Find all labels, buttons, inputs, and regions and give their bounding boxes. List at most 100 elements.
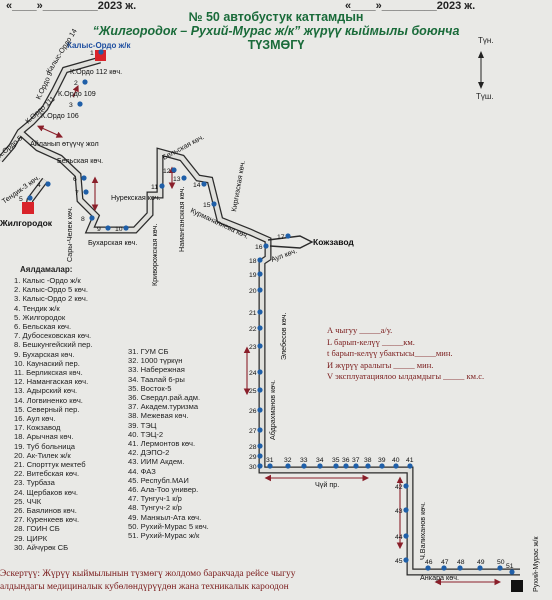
info-line: И жүрүү аралыгы _____ мин. bbox=[327, 359, 434, 370]
stop-marker bbox=[81, 175, 87, 181]
stop-marker bbox=[123, 225, 129, 231]
stop-number: 5 bbox=[19, 196, 23, 203]
stop-marker bbox=[257, 407, 263, 413]
stop-number: 12 bbox=[163, 168, 171, 175]
stop-list-item: 16. Аул көч. bbox=[14, 414, 56, 424]
stop-number: 35 bbox=[332, 457, 340, 464]
stop-marker bbox=[353, 463, 359, 469]
stop-number: 44 bbox=[395, 534, 403, 541]
stop-marker bbox=[89, 215, 95, 221]
label-k-ordo-5: К.Ордо 5 bbox=[0, 133, 24, 159]
stop-list-item: 2. Калыс-Ордо 5 көч. bbox=[14, 285, 88, 295]
stop-number: 27 bbox=[249, 428, 257, 435]
stop-list-item: 8. Бешкунгейский пер. bbox=[14, 340, 93, 350]
stop-list-item: 40. ТЭЦ-2 bbox=[128, 429, 164, 439]
stop-number: 32 bbox=[284, 457, 292, 464]
stop-marker bbox=[403, 533, 409, 539]
stop-number: 24 bbox=[249, 370, 257, 377]
stop-list-item: 9. Бухарская көч. bbox=[14, 349, 75, 359]
stop-number: 36 bbox=[342, 457, 350, 464]
info-line: V эксплуатациялоо ылдамдыгы _____ км.с. bbox=[327, 371, 485, 381]
stop-number: 25 bbox=[249, 388, 257, 395]
stop-list-item: 11. Берликская көч. bbox=[14, 368, 83, 378]
info-line: А чыгуу _____а/у. bbox=[327, 325, 393, 335]
label-namanganskaya: Намангансккая көч. bbox=[177, 187, 186, 252]
stop-marker bbox=[257, 325, 263, 331]
title-line-3: ТҮЗМӨГҮ bbox=[247, 38, 305, 52]
label-kozhzavod: Кожзавод bbox=[313, 237, 354, 247]
stop-marker bbox=[333, 463, 339, 469]
stop-list-item: 15. Северный пер. bbox=[14, 404, 80, 414]
stop-marker bbox=[257, 309, 263, 315]
stop-number: 37 bbox=[352, 457, 360, 464]
stop-number: 23 bbox=[249, 344, 257, 351]
stop-number: 43 bbox=[395, 508, 403, 515]
stop-list-item: 19. Туб больница bbox=[14, 441, 76, 451]
stop-number: 10 bbox=[115, 226, 123, 233]
stop-list-item: 34. Таалай 6-ры bbox=[128, 374, 185, 384]
stop-list-item: 14. Логвиненко көч. bbox=[14, 395, 83, 405]
stop-marker bbox=[98, 49, 104, 55]
stop-marker bbox=[343, 463, 349, 469]
stop-number: 42 bbox=[395, 484, 403, 491]
label-k-ordo-112: К.Ордо 112 көч. bbox=[70, 67, 122, 76]
stop-number: 13 bbox=[173, 176, 181, 183]
stop-marker bbox=[257, 287, 263, 293]
stop-list-item: 28. ГОИН СБ bbox=[14, 524, 60, 534]
stop-marker bbox=[365, 463, 371, 469]
stop-number: 41 bbox=[406, 457, 414, 464]
stop-list-item: 20. Ак-Тилек ж/к bbox=[14, 450, 71, 460]
stop-marker bbox=[257, 271, 263, 277]
stop-number: 34 bbox=[316, 457, 324, 464]
stop-marker bbox=[257, 443, 263, 449]
stop-marker bbox=[77, 101, 83, 107]
footer-line: Эскертүү: Жүрүү кыймылынын түзмөгү жолдо… bbox=[0, 569, 296, 579]
stop-number: 9 bbox=[97, 226, 101, 233]
stop-marker bbox=[285, 233, 291, 239]
compass-south-arrow-icon bbox=[478, 82, 484, 89]
stop-marker bbox=[257, 369, 263, 375]
stop-marker bbox=[441, 565, 447, 571]
stop-number: 40 bbox=[392, 457, 400, 464]
compass-south: Түш. bbox=[476, 92, 494, 101]
stop-number: 50 bbox=[497, 559, 505, 566]
terminal-ruhiy-murad bbox=[511, 580, 523, 592]
date-right: «____»_________2023 ж. bbox=[345, 0, 476, 12]
stop-number: 38 bbox=[364, 457, 372, 464]
stop-list-item: 48. Тунгуч-2 к/р bbox=[128, 503, 182, 513]
stop-marker bbox=[285, 463, 291, 469]
stop-number: 2 bbox=[74, 80, 78, 87]
stop-list-item: 23. Турбаза bbox=[14, 478, 55, 488]
stop-marker bbox=[509, 569, 515, 575]
stop-list-item: 22. Витебская көч. bbox=[14, 469, 80, 479]
direction-arrows bbox=[36, 84, 502, 586]
title-line-1: № 50 автобустук каттамдын bbox=[188, 10, 364, 24]
label-belskaya-left: Бельская көч. bbox=[57, 156, 103, 165]
stop-list-item: 18. Арычная көч. bbox=[14, 432, 74, 442]
stop-number: 22 bbox=[249, 326, 257, 333]
compass: Түн. Түш. bbox=[476, 36, 494, 101]
label-k-ordo-106: К.Ордо 106 bbox=[41, 111, 79, 120]
stop-number: 29 bbox=[249, 454, 257, 461]
footer-line: алдындагы медициналык кубөлөндүрүүдөн жа… bbox=[0, 582, 289, 592]
stop-marker bbox=[317, 463, 323, 469]
stop-marker bbox=[393, 463, 399, 469]
stop-marker bbox=[83, 189, 89, 195]
stop-number: 21 bbox=[249, 310, 257, 317]
stop-list-item: 37. Академ.туризма bbox=[128, 402, 199, 412]
label-ruhiy-murad: Рухий-Мурас ж/к bbox=[531, 536, 540, 592]
stop-marker bbox=[301, 463, 307, 469]
compass-north: Түн. bbox=[478, 36, 494, 45]
stop-number: 4 bbox=[37, 182, 41, 189]
stop-list-item: 33. Набережная bbox=[128, 365, 185, 375]
stop-number: 3 bbox=[69, 102, 73, 109]
label-sary-chelek: Сары-Челек көч. bbox=[65, 206, 74, 262]
stop-number: 30 bbox=[249, 464, 257, 471]
stop-list-item: 13. Адырский көч. bbox=[14, 386, 78, 396]
stop-list-item: 38. Межевая көч. bbox=[128, 411, 189, 421]
stop-marker bbox=[201, 181, 207, 187]
stop-marker bbox=[267, 463, 273, 469]
stop-number: 17 bbox=[277, 234, 285, 241]
